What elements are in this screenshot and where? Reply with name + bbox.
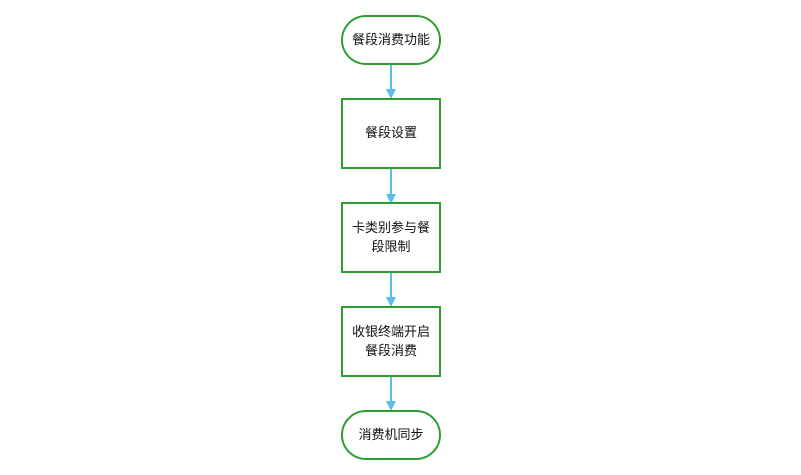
- limit-node-label: 卡类别参与餐段限制: [351, 220, 430, 255]
- terminal-open-node-label: 收银终端开启餐段消费: [351, 324, 430, 359]
- start-node: 餐段消费功能: [341, 15, 441, 65]
- limit-node: 卡类别参与餐段限制: [341, 202, 441, 273]
- setup-node: 餐段设置: [341, 98, 441, 169]
- setup-node-label: 餐段设置: [364, 126, 417, 141]
- terminal-open-node: 收银终端开启餐段消费: [341, 306, 441, 377]
- sync-node-label: 消费机同步: [358, 427, 424, 443]
- start-node-label: 餐段消费功能: [351, 32, 430, 48]
- sync-node: 消费机同步: [341, 410, 441, 460]
